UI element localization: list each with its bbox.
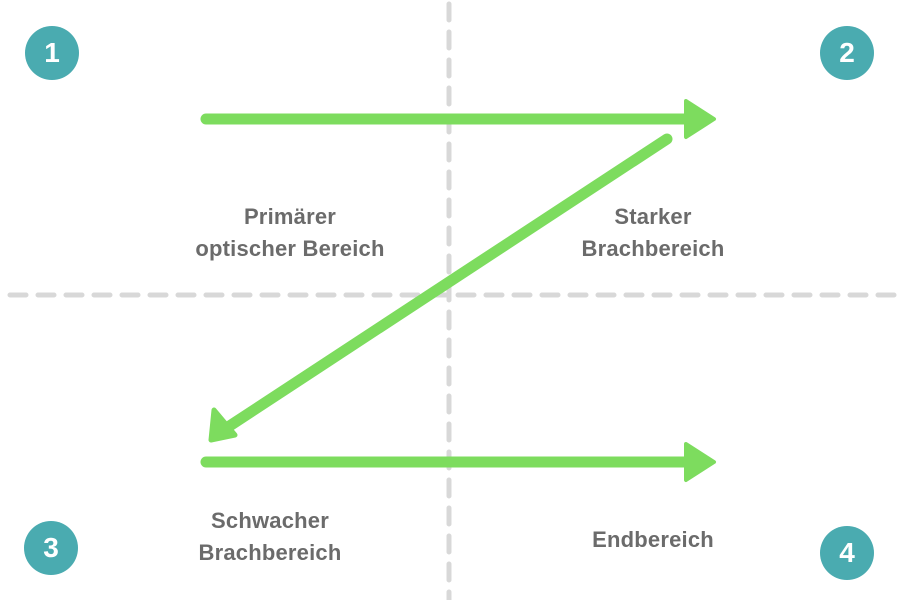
zone-label-line: optischer Bereich — [195, 236, 385, 261]
zone-label-line: Brachbereich — [198, 540, 342, 565]
zone-number-badge-3: 3 — [24, 521, 78, 575]
zone-label-line: Primärer — [243, 204, 337, 229]
arrow-top-horizontal — [200, 99, 716, 139]
zone-label-line: Schwacher — [211, 508, 329, 533]
zone-label-strong-fallow-area: Starker Brachbereich — [503, 201, 803, 265]
zone-number-badge-4: 4 — [820, 526, 874, 580]
zone-label-weak-fallow-area: Schwacher Brachbereich — [120, 505, 420, 569]
zone-label-line: Starker — [614, 204, 692, 229]
zone-label-primary-optical-area: Primärer optischer Bereich — [140, 201, 440, 265]
zone-label-line: Endbereich — [592, 527, 714, 552]
zone-number-badge-2: 2 — [820, 26, 874, 80]
zone-label-line: Brachbereich — [581, 236, 725, 261]
zone-number-badge-1: 1 — [25, 26, 79, 80]
zone-label-terminal-area: Endbereich — [503, 524, 803, 556]
arrow-bottom-horizontal — [200, 442, 716, 482]
arrow-diagonal — [208, 133, 673, 443]
